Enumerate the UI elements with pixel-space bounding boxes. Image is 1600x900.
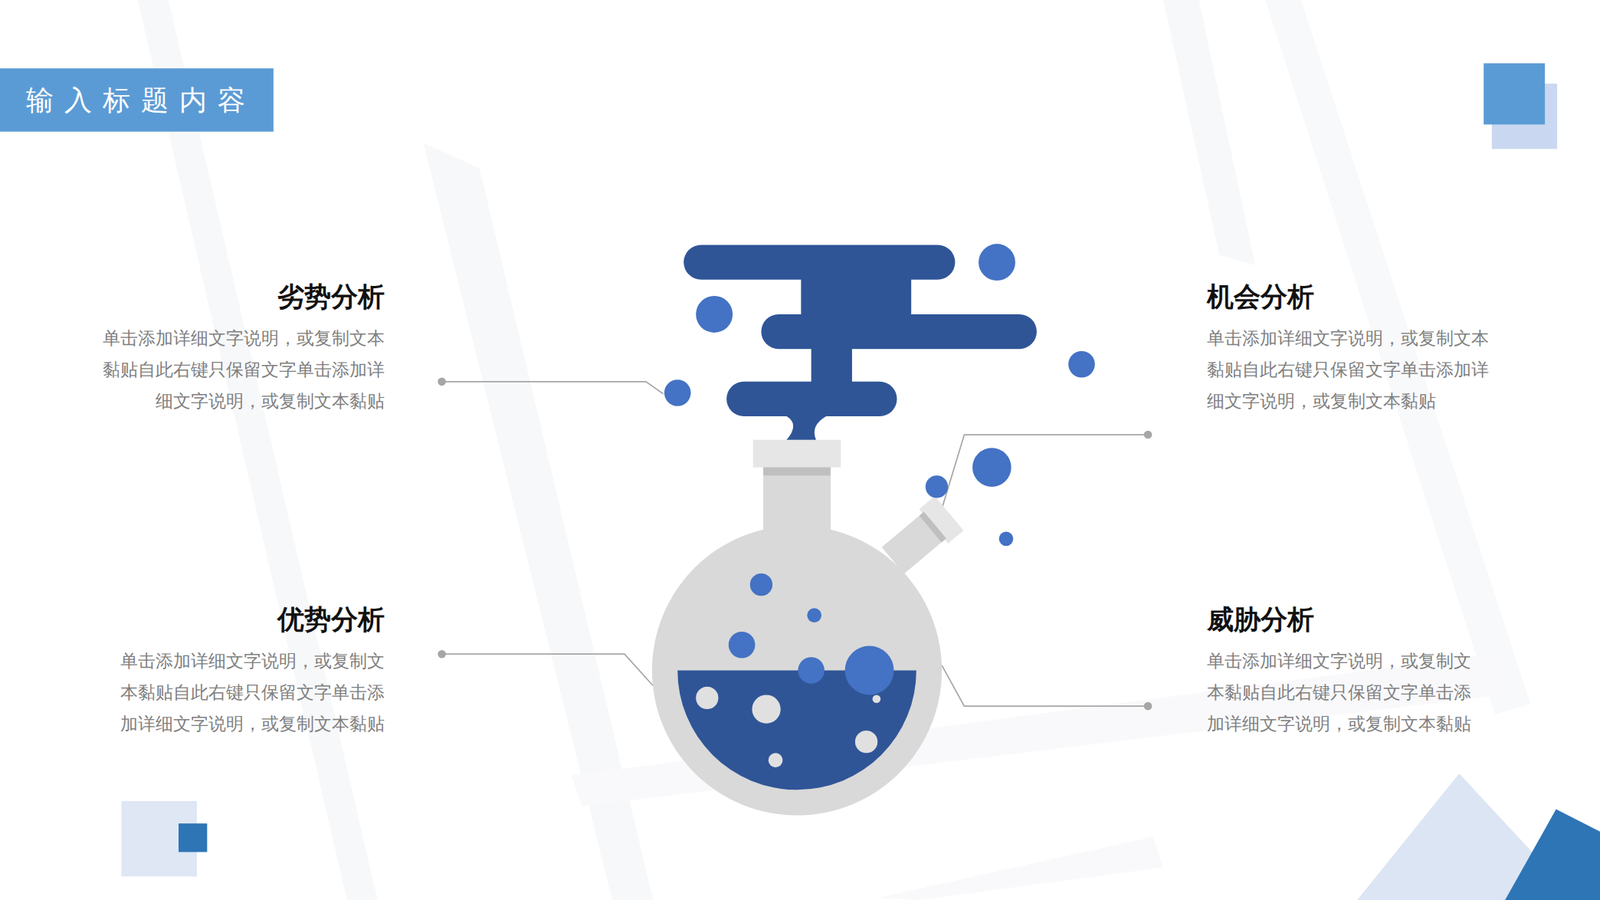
- swot-text-block: 劣势分析单击添加详细文字说明，或复制文本 黏贴自此右键只保留文字单击添加详 细文…: [47, 280, 385, 417]
- leader-line: [442, 653, 654, 686]
- section-body: 单击添加详细文字说明，或复制文 本黏贴自此右键只保留文字单击添 加详细文字说明，…: [47, 645, 385, 740]
- leader-dot: [1144, 701, 1153, 711]
- deco-square: [1483, 63, 1545, 125]
- bg-stripe: [137, 0, 378, 900]
- blue-bubbles: [664, 243, 1096, 695]
- cloud-part: [760, 314, 1037, 349]
- title-banner: [0, 68, 274, 132]
- bg-stripe: [877, 836, 1164, 900]
- section-heading: 机会分析: [1206, 280, 1545, 313]
- cloud-part: [683, 244, 955, 279]
- bg-stripe: [1163, 0, 1256, 266]
- section-body: 单击添加详细文字说明，或复制文本 黏贴自此右键只保留文字单击添加详 细文字说明，…: [1206, 322, 1545, 417]
- cloud-stem: [777, 412, 836, 441]
- deco-triangle: [1504, 809, 1600, 900]
- section-body: 单击添加详细文字说明，或复制文 本黏贴自此右键只保留文字单击添 加详细文字说明，…: [1206, 645, 1545, 740]
- section-heading: 劣势分析: [47, 280, 385, 313]
- leader-dot: [437, 377, 446, 386]
- section-heading: 威胁分析: [1206, 603, 1545, 636]
- liquid-bubbles: [695, 686, 881, 768]
- leader-dot: [437, 649, 446, 659]
- deco-square: [178, 822, 207, 852]
- flask-cap-ring: [763, 467, 831, 476]
- flask-body: [652, 524, 942, 815]
- flask: [652, 243, 1096, 815]
- leader-line: [442, 381, 664, 394]
- section-heading: 优势分析: [47, 603, 385, 636]
- slide-title: 输入标题内容: [26, 81, 256, 120]
- leader-line: [936, 434, 1148, 525]
- flask-cap: [753, 439, 842, 468]
- swot-text-block: 机会分析单击添加详细文字说明，或复制文本 黏贴自此右键只保留文字单击添加详 细文…: [1206, 280, 1545, 417]
- cloud-part: [726, 381, 897, 417]
- swot-text-block: 优势分析单击添加详细文字说明，或复制文 本黏贴自此右键只保留文字单击添 加详细文…: [47, 603, 385, 740]
- section-body: 单击添加详细文字说明，或复制文本 黏贴自此右键只保留文字单击添加详 细文字说明，…: [47, 322, 385, 417]
- leader-dot: [1144, 430, 1153, 440]
- leader-line: [941, 665, 1148, 706]
- swot-text-block: 威胁分析单击添加详细文字说明，或复制文 本黏贴自此右键只保留文字单击添 加详细文…: [1206, 603, 1545, 740]
